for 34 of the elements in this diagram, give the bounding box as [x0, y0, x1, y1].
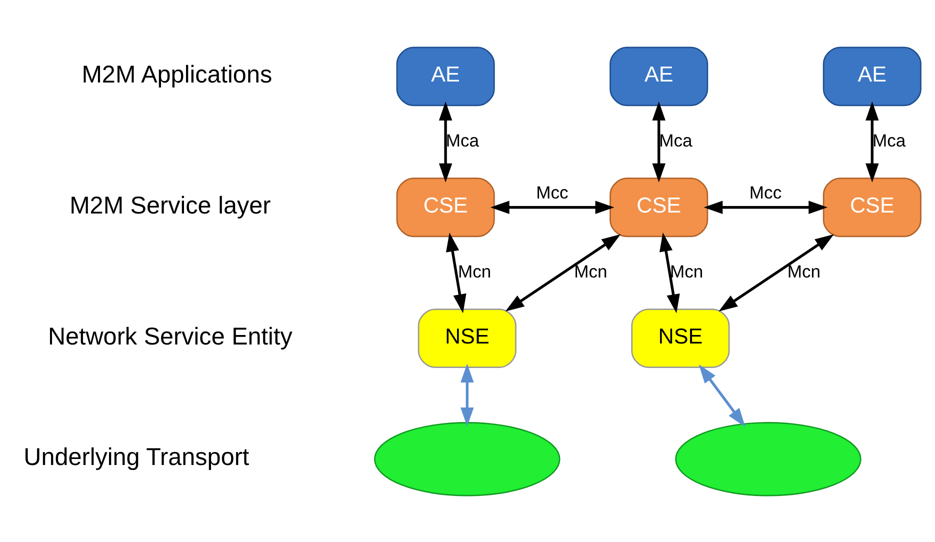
- label: M2M Applications: [82, 60, 272, 88]
- edge-label: Mcn: [787, 260, 821, 281]
- edge-label: Mcc: [536, 182, 568, 202]
- edge-label: Mcn: [458, 260, 492, 281]
- arrow: [659, 232, 680, 313]
- edge-label: Mca: [659, 130, 692, 150]
- label: M2M Service layer: [70, 192, 271, 219]
- edge-label: Mcc: [749, 182, 782, 202]
- node-box: CSE: [822, 177, 922, 237]
- arrow: [446, 232, 466, 313]
- edge-label: Mca: [872, 130, 906, 150]
- edge-label: Mca: [446, 130, 480, 150]
- node-cloud: [675, 422, 862, 496]
- label: Underlying Transport: [24, 444, 250, 471]
- node-box: AE: [396, 46, 495, 106]
- arrow: [866, 101, 879, 182]
- node-cloud: [374, 422, 560, 496]
- arrow: [704, 200, 828, 214]
- label: Network Service Entity: [48, 322, 292, 350]
- node-box: NSE: [418, 308, 516, 368]
- node-box: CSE: [610, 177, 708, 237]
- arrow: [652, 101, 666, 182]
- arrow: [718, 234, 834, 311]
- arrow: [490, 200, 614, 214]
- arrow: [505, 234, 621, 311]
- node-box: NSE: [631, 308, 730, 368]
- edge-label: Mcn: [574, 260, 608, 281]
- arrow: [438, 101, 452, 182]
- node-box: AE: [610, 46, 708, 106]
- edge-label: Mcn: [670, 260, 704, 281]
- arrow: [698, 364, 746, 426]
- arrow: [460, 363, 474, 426]
- node-box: CSE: [396, 177, 495, 237]
- node-box: AE: [822, 46, 922, 106]
